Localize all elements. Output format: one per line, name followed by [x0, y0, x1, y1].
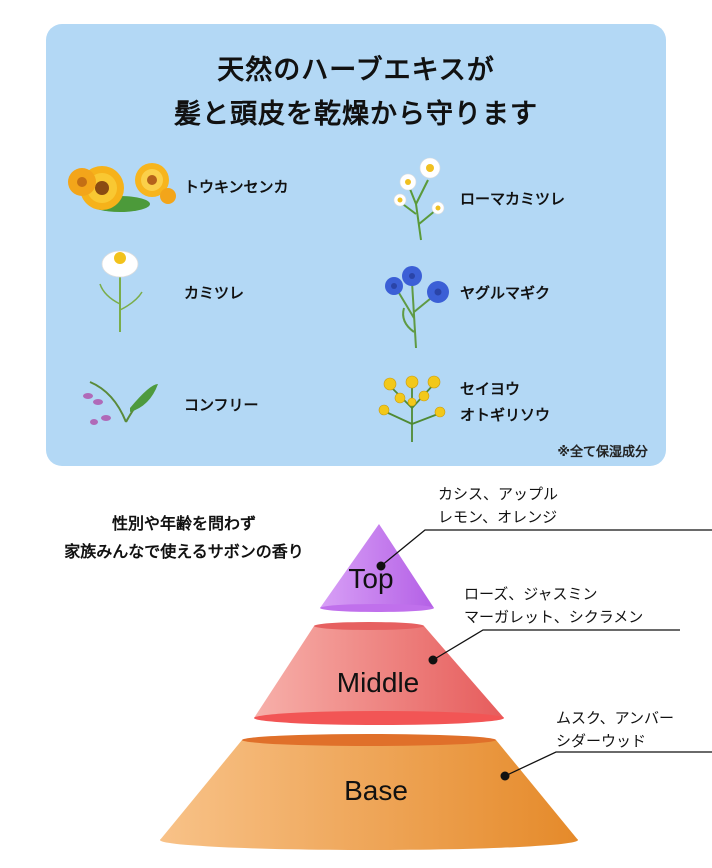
herb-name-chamomile: カミツレ	[184, 284, 245, 302]
comfrey-icon	[83, 381, 158, 425]
headline-line-1: 天然のハーブエキスが	[217, 55, 495, 86]
footnote: ※全て保湿成分	[557, 445, 648, 460]
st-johns-wort-icon	[378, 375, 446, 442]
herb-name-comfrey: コンフリー	[184, 396, 259, 414]
base-leader-line	[504, 751, 712, 777]
middle-notes-line-2: マーガレット、シクラメン	[464, 608, 644, 626]
middle-leader-dot	[428, 655, 438, 665]
base-notes-line-1: ムスク、アンバー	[556, 709, 675, 727]
top-notes-line-1: カシス、アップル	[438, 485, 559, 503]
base-tier	[160, 734, 578, 850]
base-leader-dot	[500, 771, 510, 781]
middle-notes-line-1: ローズ、ジャスミン	[464, 585, 598, 603]
headline-line-2: 髪と頭皮を乾燥から守ります	[174, 99, 538, 130]
middle-tier	[254, 622, 504, 725]
herb-name-cornflower: ヤグルマギク	[460, 284, 551, 302]
top-notes-line-2: レモン、オレンジ	[438, 508, 558, 526]
herb-name-roman-chamomile: ローマカミツレ	[460, 190, 566, 208]
tier-label-middle: Middle	[337, 667, 419, 698]
herb-name-st-johns-wort-line-1: セイヨウ	[460, 380, 521, 398]
tier-label-base: Base	[344, 775, 408, 806]
tagline-line-1: 性別や年齢を問わず	[111, 514, 256, 533]
fragrance-pyramid: Top Middle Base	[160, 524, 712, 850]
herb-name-st-johns-wort-line-2: オトギリソウ	[460, 406, 551, 424]
top-leader-line	[380, 529, 712, 567]
roman-chamomile-icon	[393, 157, 445, 241]
tagline-line-2: 家族みんなで使えるサボンの香り	[64, 542, 304, 561]
top-leader-dot	[376, 561, 386, 571]
herb-panel: 天然のハーブエキスが 髪と頭皮を乾燥から守ります トウキンセンカ	[46, 24, 666, 466]
middle-leader-line	[432, 629, 680, 661]
chamomile-icon	[99, 250, 143, 332]
tier-label-top: Top	[348, 563, 393, 594]
base-notes-line-2: シダーウッド	[556, 732, 647, 750]
calendula-flower-icon	[68, 163, 176, 212]
cornflower-icon	[385, 266, 449, 349]
herb-name-calendula: トウキンセンカ	[184, 178, 289, 196]
